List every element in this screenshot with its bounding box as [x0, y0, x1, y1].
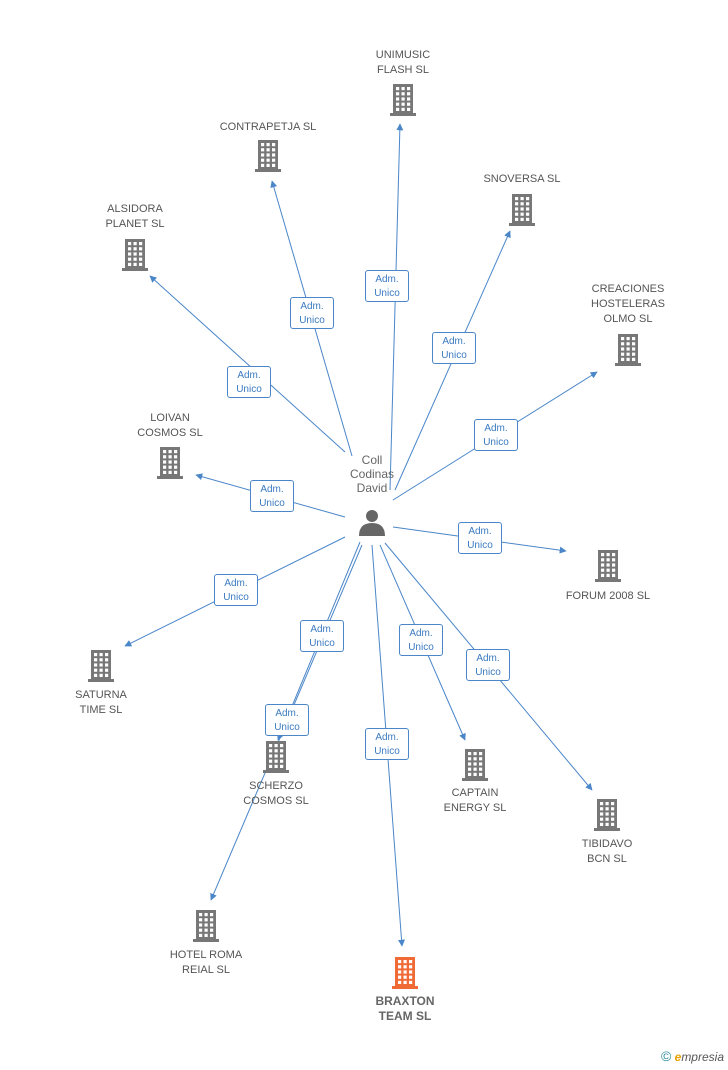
brand-name: mpresia: [681, 1050, 724, 1064]
company-label-alsidora[interactable]: ALSIDORA PLANET SL: [105, 203, 165, 230]
role-badge-contrapetja: Adm. Unico: [290, 297, 334, 329]
person-label[interactable]: Coll Codinas David: [349, 453, 395, 495]
role-badge-creaciones: Adm. Unico: [474, 419, 518, 451]
building-icon-captain[interactable]: [462, 749, 488, 781]
building-icon-alsidora[interactable]: [122, 239, 148, 271]
edge-alsidora: [149, 275, 346, 453]
building-icon-unimusic[interactable]: [390, 84, 416, 116]
company-label-braxton[interactable]: BRAXTON TEAM SL: [375, 994, 435, 1023]
role-badge-unimusic: Adm. Unico: [365, 270, 409, 302]
role-badge-forum: Adm. Unico: [458, 522, 502, 554]
footer-brand[interactable]: © empresia: [661, 1048, 724, 1064]
company-label-scherzo[interactable]: SCHERZO COSMOS SL: [243, 780, 309, 807]
role-badge-saturna: Adm. Unico: [214, 574, 258, 606]
role-badge-braxton: Adm. Unico: [365, 728, 409, 760]
role-badge-captain: Adm. Unico: [399, 624, 443, 656]
person-icon[interactable]: [359, 510, 385, 536]
copyright-icon: ©: [660, 1048, 672, 1064]
company-label-tibidavo[interactable]: TIBIDAVO BCN SL: [581, 838, 633, 865]
building-icon-scherzo[interactable]: [263, 741, 289, 773]
company-label-hotelroma[interactable]: HOTEL ROMA REIAL SL: [169, 949, 243, 976]
company-label-loivan[interactable]: LOIVAN COSMOS SL: [137, 412, 203, 439]
building-icon-hotelroma[interactable]: [193, 910, 219, 942]
company-label-unimusic[interactable]: UNIMUSIC FLASH SL: [375, 49, 431, 76]
building-icon-loivan[interactable]: [157, 447, 183, 479]
edge-unimusic: [389, 123, 404, 491]
company-label-contrapetja[interactable]: CONTRAPETJA SL: [219, 121, 317, 133]
company-label-saturna[interactable]: SATURNA TIME SL: [75, 689, 127, 716]
role-badge-alsidora: Adm. Unico: [227, 366, 271, 398]
role-badge-scherzo: Adm. Unico: [300, 620, 344, 652]
building-icon-creaciones[interactable]: [615, 334, 641, 366]
role-badge-loivan: Adm. Unico: [250, 480, 294, 512]
company-label-snoversa[interactable]: SNOVERSA SL: [483, 173, 561, 185]
role-badge-snoversa: Adm. Unico: [432, 332, 476, 364]
company-label-creaciones[interactable]: CREACIONES HOSTELERAS OLMO SL: [591, 283, 665, 325]
building-icon-forum[interactable]: [595, 550, 621, 582]
building-icon-contrapetja[interactable]: [255, 140, 281, 172]
company-label-forum[interactable]: FORUM 2008 SL: [565, 590, 651, 602]
role-badge-hotelroma: Adm. Unico: [265, 704, 309, 736]
building-icon-tibidavo[interactable]: [594, 799, 620, 831]
brand-initial: e: [674, 1050, 682, 1064]
building-icon-braxton[interactable]: [392, 957, 418, 989]
building-icon-snoversa[interactable]: [509, 194, 535, 226]
role-badge-tibidavo: Adm. Unico: [466, 649, 510, 681]
building-icon-saturna[interactable]: [88, 650, 114, 682]
company-label-captain[interactable]: CAPTAIN ENERGY SL: [443, 787, 507, 814]
